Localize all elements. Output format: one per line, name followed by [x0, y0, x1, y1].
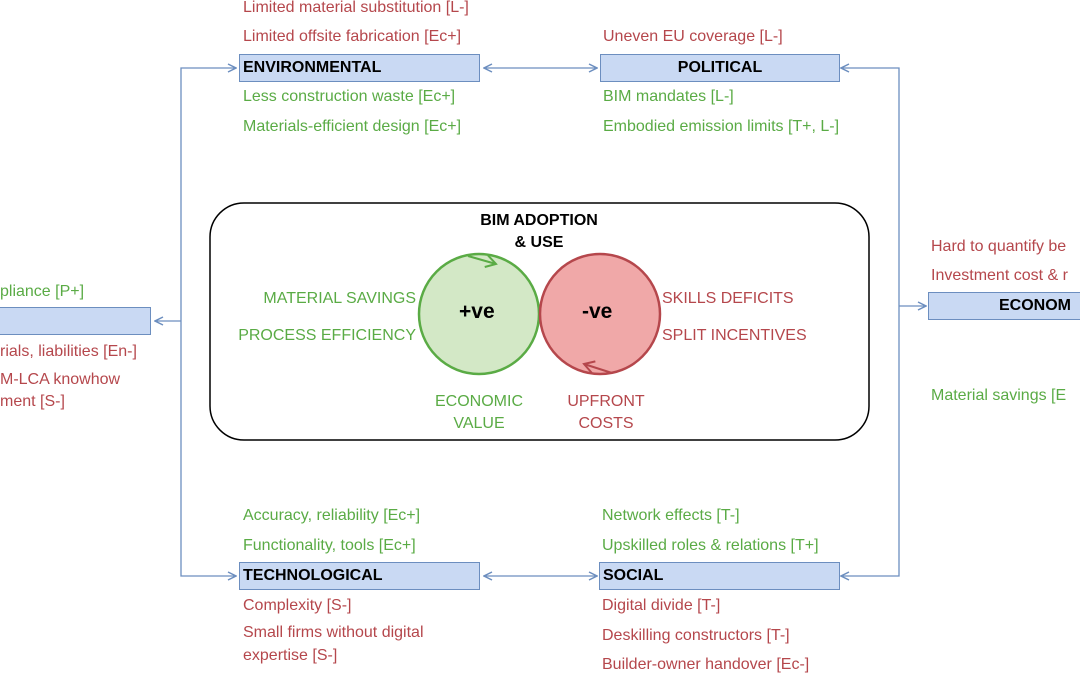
tech-below-2: Small firms without digital	[243, 624, 424, 641]
positive-item-2: PROCESS EFFICIENCY	[238, 327, 416, 344]
negative-label: -ve	[582, 300, 613, 323]
connector-right-bottom	[841, 306, 900, 576]
environmental-box: ENVIRONMENTAL	[239, 54, 480, 82]
legal-below-3: ment [S-]	[0, 393, 65, 410]
social-above-2: Upskilled roles & relations [T+]	[602, 537, 819, 554]
political-box: POLITICAL	[600, 54, 840, 82]
social-below-2: Deskilling constructors [T-]	[602, 627, 790, 644]
tech-below-1: Complexity [S-]	[243, 597, 352, 614]
tech-above-1: Accuracy, reliability [Ec+]	[243, 507, 421, 524]
pol-below-2: Embodied emission limits [T+, L-]	[603, 118, 840, 135]
connector-left-bottom	[180, 321, 236, 576]
pol-above-1: Uneven EU coverage [L-]	[603, 28, 783, 45]
env-below-1: Less construction waste [Ec+]	[243, 88, 456, 105]
technological-box: TECHNOLOGICAL	[239, 562, 480, 590]
economic-box: ECONOM	[928, 292, 1080, 320]
eco-above-1: Hard to quantify be	[931, 238, 1067, 255]
core-title-line1: BIM ADOPTION	[480, 212, 598, 229]
connector-left-top	[180, 68, 236, 321]
env-below-2: Materials-efficient design [Ec+]	[243, 118, 462, 135]
legal-below-1: rials, liabilities [En-]	[0, 343, 137, 360]
legal-above-1: pliance [P+]	[0, 283, 85, 300]
social-above-1: Network effects [T-]	[602, 507, 740, 524]
negative-item-1: SKILLS DEFICITS	[662, 290, 794, 307]
tech-above-2: Functionality, tools [Ec+]	[243, 537, 416, 554]
eco-below-1: Material savings [E	[931, 387, 1067, 404]
positive-loop-arrow	[467, 254, 498, 268]
core-title-line2: & USE	[514, 234, 564, 251]
environmental-label: ENVIRONMENTAL	[243, 59, 382, 76]
political-label: POLITICAL	[677, 59, 763, 76]
negative-circle	[538, 252, 662, 376]
legal-box	[0, 307, 151, 335]
pol-below-1: BIM mandates [L-]	[603, 88, 734, 105]
eco-above-2: Investment cost & r	[931, 267, 1068, 284]
positive-caption-line2: VALUE	[453, 415, 505, 432]
social-box: SOCIAL	[599, 562, 840, 590]
economic-label: ECONOM	[999, 297, 1071, 314]
positive-item-1: MATERIAL SAVINGS	[263, 290, 416, 307]
social-below-3: Builder-owner handover [Ec-]	[602, 656, 810, 673]
connector-right-top	[841, 68, 900, 306]
legal-below-2: M-LCA knowhow	[0, 371, 121, 388]
negative-caption-line1: UPFRONT	[567, 393, 645, 410]
negative-item-2: SPLIT INCENTIVES	[662, 327, 807, 344]
env-above-1: Limited material substitution [L-]	[243, 0, 469, 16]
tech-below-3: expertise [S-]	[243, 647, 338, 664]
env-above-2: Limited offsite fabrication [Ec+]	[243, 28, 462, 45]
positive-label: +ve	[459, 300, 495, 323]
positive-caption-line1: ECONOMIC	[435, 393, 523, 410]
negative-loop-arrow	[582, 360, 613, 374]
social-below-1: Digital divide [T-]	[602, 597, 721, 614]
technological-label: TECHNOLOGICAL	[243, 567, 383, 584]
social-label: SOCIAL	[603, 567, 664, 584]
negative-caption-line2: COSTS	[578, 415, 634, 432]
